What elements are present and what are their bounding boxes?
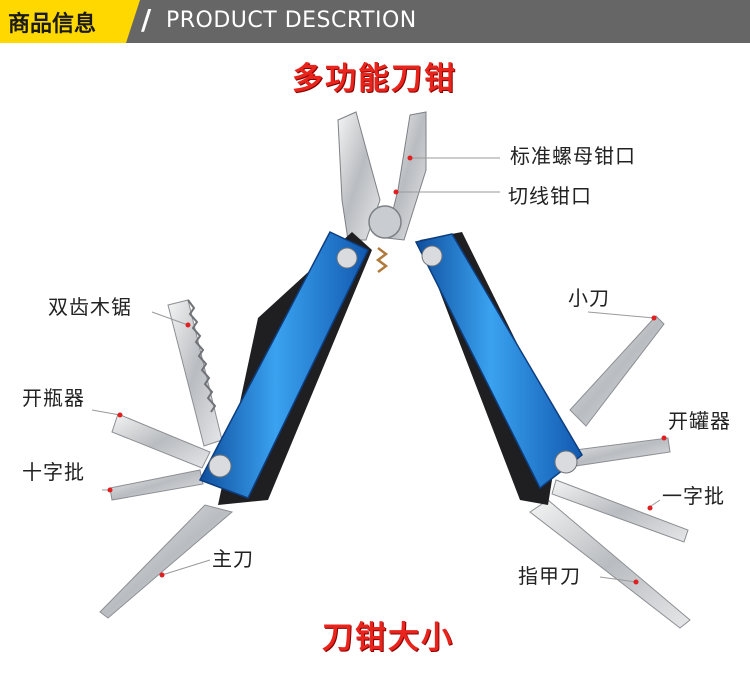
label-wire-cutter: 切线钳口 (508, 184, 592, 208)
header-accent (0, 0, 140, 43)
small-knife-blade (569, 315, 665, 427)
spring (375, 247, 389, 273)
label-standard-nut-jaw: 标准螺母钳口 (510, 144, 636, 168)
right-jaw (385, 111, 427, 241)
left-handle (198, 231, 370, 499)
header-bar: 商品信息 / PRODUCT DESCRTION (0, 0, 750, 43)
right-handle-screw-bottom (554, 450, 578, 474)
main-knife-blade (99, 504, 234, 619)
label-flat-screwdriver: 一字批 (662, 484, 725, 508)
left-handle-screw-top (336, 247, 358, 269)
left-handle-screw-bottom (208, 454, 232, 478)
left-jaw (337, 111, 381, 241)
header-title-cn: 商品信息 (8, 12, 97, 37)
handles (198, 231, 583, 505)
header-title-en: PRODUCT DESCRTION (166, 8, 417, 33)
label-double-tooth-saw: 双齿木锯 (48, 295, 132, 319)
right-handle (414, 233, 583, 490)
pliers-jaws (337, 111, 427, 273)
phillips-screwdriver-shaft (109, 469, 204, 501)
size-title: 刀钳大小 (322, 620, 454, 656)
label-main-knife: 主刀 (212, 547, 254, 571)
bottle-opener-blade (111, 413, 211, 469)
product-title: 多功能刀钳 (292, 61, 457, 97)
right-handle-screw-top (421, 245, 443, 267)
flat-screwdriver-shaft (551, 479, 689, 543)
pointer-lines (91, 155, 668, 585)
right-tools (529, 315, 691, 629)
saw-blade (167, 299, 223, 447)
label-bottle-opener: 开瓶器 (22, 386, 85, 410)
saw-teeth (187, 299, 217, 413)
label-nail-file: 指甲刀 (518, 564, 581, 588)
nail-file-blade (529, 499, 691, 629)
label-phillips-screwdriver: 十字批 (22, 460, 85, 484)
header-slash: / (141, 3, 152, 36)
label-can-opener: 开罐器 (668, 409, 731, 433)
pivot (368, 205, 402, 239)
label-small-knife: 小刀 (568, 286, 610, 310)
